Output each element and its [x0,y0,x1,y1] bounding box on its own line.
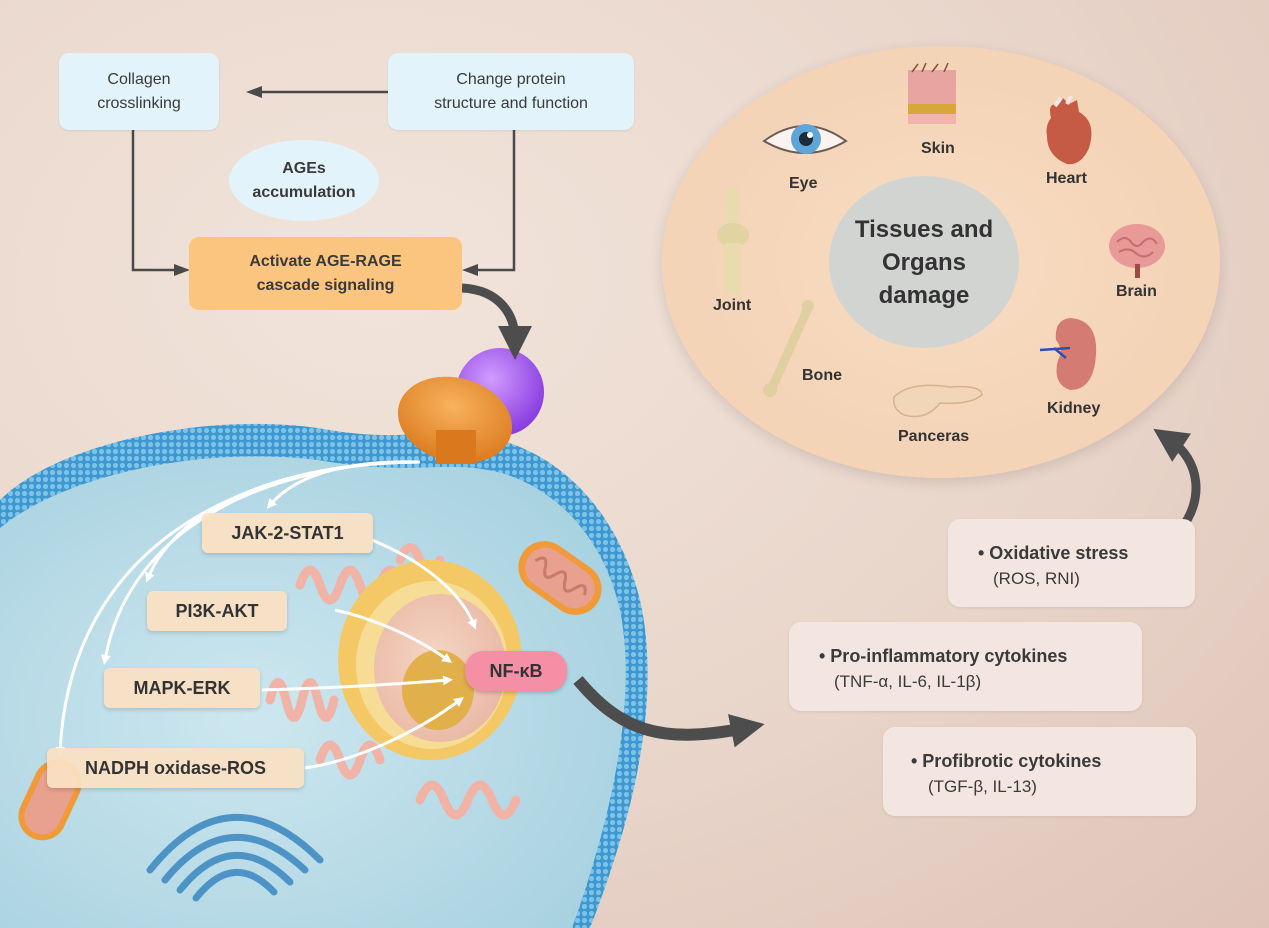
center-line2: Organs [881,248,967,276]
collagen-line2: crosslinking [97,94,181,112]
organ-label-skin: Skin [921,140,955,157]
organ-label-bone: Bone [802,367,842,384]
collagen-crosslinking-box: Collagen crosslinking [59,53,219,130]
effect-sub: (TNF-α, IL-6, IL-1β) [834,672,982,691]
joint-icon [717,187,749,293]
effect-title: • Oxidative stress [978,543,1129,563]
bone-icon [763,300,814,397]
brain-icon [1109,224,1165,278]
effect-sub: (TGF-β, IL-13) [928,777,1037,796]
ages-line2: accumulation [252,183,356,201]
eye-icon [762,124,848,154]
pathway-nadph-oxidase-ros: NADPH oxidase-ROS [47,748,304,788]
kidney-icon [1040,318,1097,390]
effect-title: • Profibrotic cytokines [911,751,1102,771]
effect-title: • Pro-inflammatory cytokines [819,646,1068,666]
pathway-jak2-stat1: JAK-2-STAT1 [202,513,373,553]
activate-line2: cascade signaling [256,276,395,294]
center-line3: damage [878,281,970,309]
activate-age-rage-box: Activate AGE-RAGE cascade signaling [189,237,462,310]
organ-label-heart: Heart [1046,170,1087,187]
flow-connectors [131,87,516,272]
change-protein-box: Change protein structure and function [388,53,634,130]
ages-accumulation-ellipse: AGEs accumulation [229,140,379,221]
change-line2: structure and function [434,94,588,112]
effect-profibrotic: • Profibrotic cytokines (TGF-β, IL-13) [883,727,1196,816]
pathway-mapk-erk: MAPK-ERK [104,668,260,708]
center-line1: Tissues and [854,215,994,243]
pancreas-icon [892,384,983,418]
signal-arrows [55,460,477,770]
arrow-effects-to-organs [1153,428,1201,533]
organ-label-joint: Joint [713,297,752,314]
rage-receptor [397,348,544,464]
activate-line1: Activate AGE-RAGE [249,252,402,270]
collagen-line1: Collagen [107,70,171,88]
nfkb-hub: NF-κB [465,651,567,691]
pathway-pi3k-akt: PI3K-AKT [147,591,287,631]
heart-icon [1046,96,1092,165]
effect-sub: (ROS, RNI) [993,569,1080,588]
change-line1: Change protein [456,70,566,88]
mitochondrion [518,541,602,615]
effect-oxidative-stress: • Oxidative stress (ROS, RNI) [948,519,1195,607]
organ-label-brain: Brain [1116,283,1157,300]
ages-line1: AGEs [282,159,326,177]
golgi-apparatus [146,814,324,902]
organ-label-eye: Eye [789,175,818,192]
organ-label-kidney: Kidney [1047,400,1101,417]
skin-icon [908,62,956,124]
flow-arrowheads [174,86,478,276]
organs-damage-center: Tissues and Organs damage [829,176,1019,348]
arrow-activate-to-receptor [461,283,532,360]
arrow-nfkb-to-effects [573,676,765,748]
effect-pro-inflammatory: • Pro-inflammatory cytokines (TNF-α, IL-… [789,622,1142,711]
organ-label-pancreas: Panceras [898,428,970,445]
